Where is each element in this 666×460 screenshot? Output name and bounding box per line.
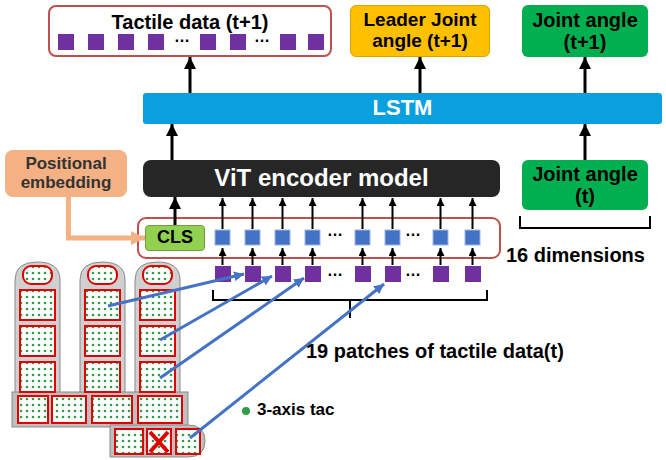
bracket	[520, 216, 650, 228]
token-arrows	[223, 198, 473, 265]
annotation: 3-axis tac	[257, 400, 335, 420]
input-box: Joint angle (t)	[522, 160, 648, 210]
annotation: 16 dimensions	[506, 244, 645, 267]
connector-arrow	[174, 197, 177, 225]
token-row-outline	[138, 218, 500, 258]
lstm-band: LSTM	[143, 93, 662, 124]
ellipsis: …	[254, 28, 270, 46]
node-label: Joint angle (t)	[526, 163, 644, 207]
connector-arrow	[584, 124, 587, 160]
ellipsis: …	[405, 262, 421, 280]
sensor-dot	[242, 407, 250, 415]
embedding-box: Positional embedding	[5, 150, 127, 197]
node-label: Leader Joint angle (t+1)	[355, 10, 485, 52]
ellipsis: …	[174, 28, 190, 46]
cls-token: CLS	[145, 225, 205, 251]
node-label: Tactile data (t+1)	[112, 11, 269, 33]
connector-arrow	[189, 57, 192, 93]
output-box: Tactile data (t+1)	[48, 5, 332, 57]
embedding-token-row	[215, 230, 480, 245]
ellipsis: …	[327, 222, 343, 240]
node-label: Positional embedding	[9, 155, 123, 192]
node-label: ViT encoder model	[214, 165, 428, 191]
node-label: Joint angle (t+1)	[526, 9, 644, 53]
ellipsis: …	[327, 262, 343, 280]
tactile-patch-row	[215, 266, 481, 282]
connector-arrow	[584, 57, 587, 93]
ellipsis: …	[405, 222, 421, 240]
output-box: Joint angle (t+1)	[522, 5, 648, 57]
node-label: LSTM	[373, 96, 433, 120]
connector-arrow	[419, 57, 422, 93]
tactile-square-row	[58, 34, 324, 50]
annotation: 19 patches of tactile data(t)	[306, 340, 564, 363]
connector-arrow	[171, 124, 174, 160]
node-label: CLS	[157, 228, 193, 248]
disabled-mark	[150, 432, 168, 452]
encoder-box: ViT encoder model	[143, 160, 500, 197]
connector-arrow	[68, 197, 145, 238]
output-box: Leader Joint angle (t+1)	[350, 5, 490, 57]
